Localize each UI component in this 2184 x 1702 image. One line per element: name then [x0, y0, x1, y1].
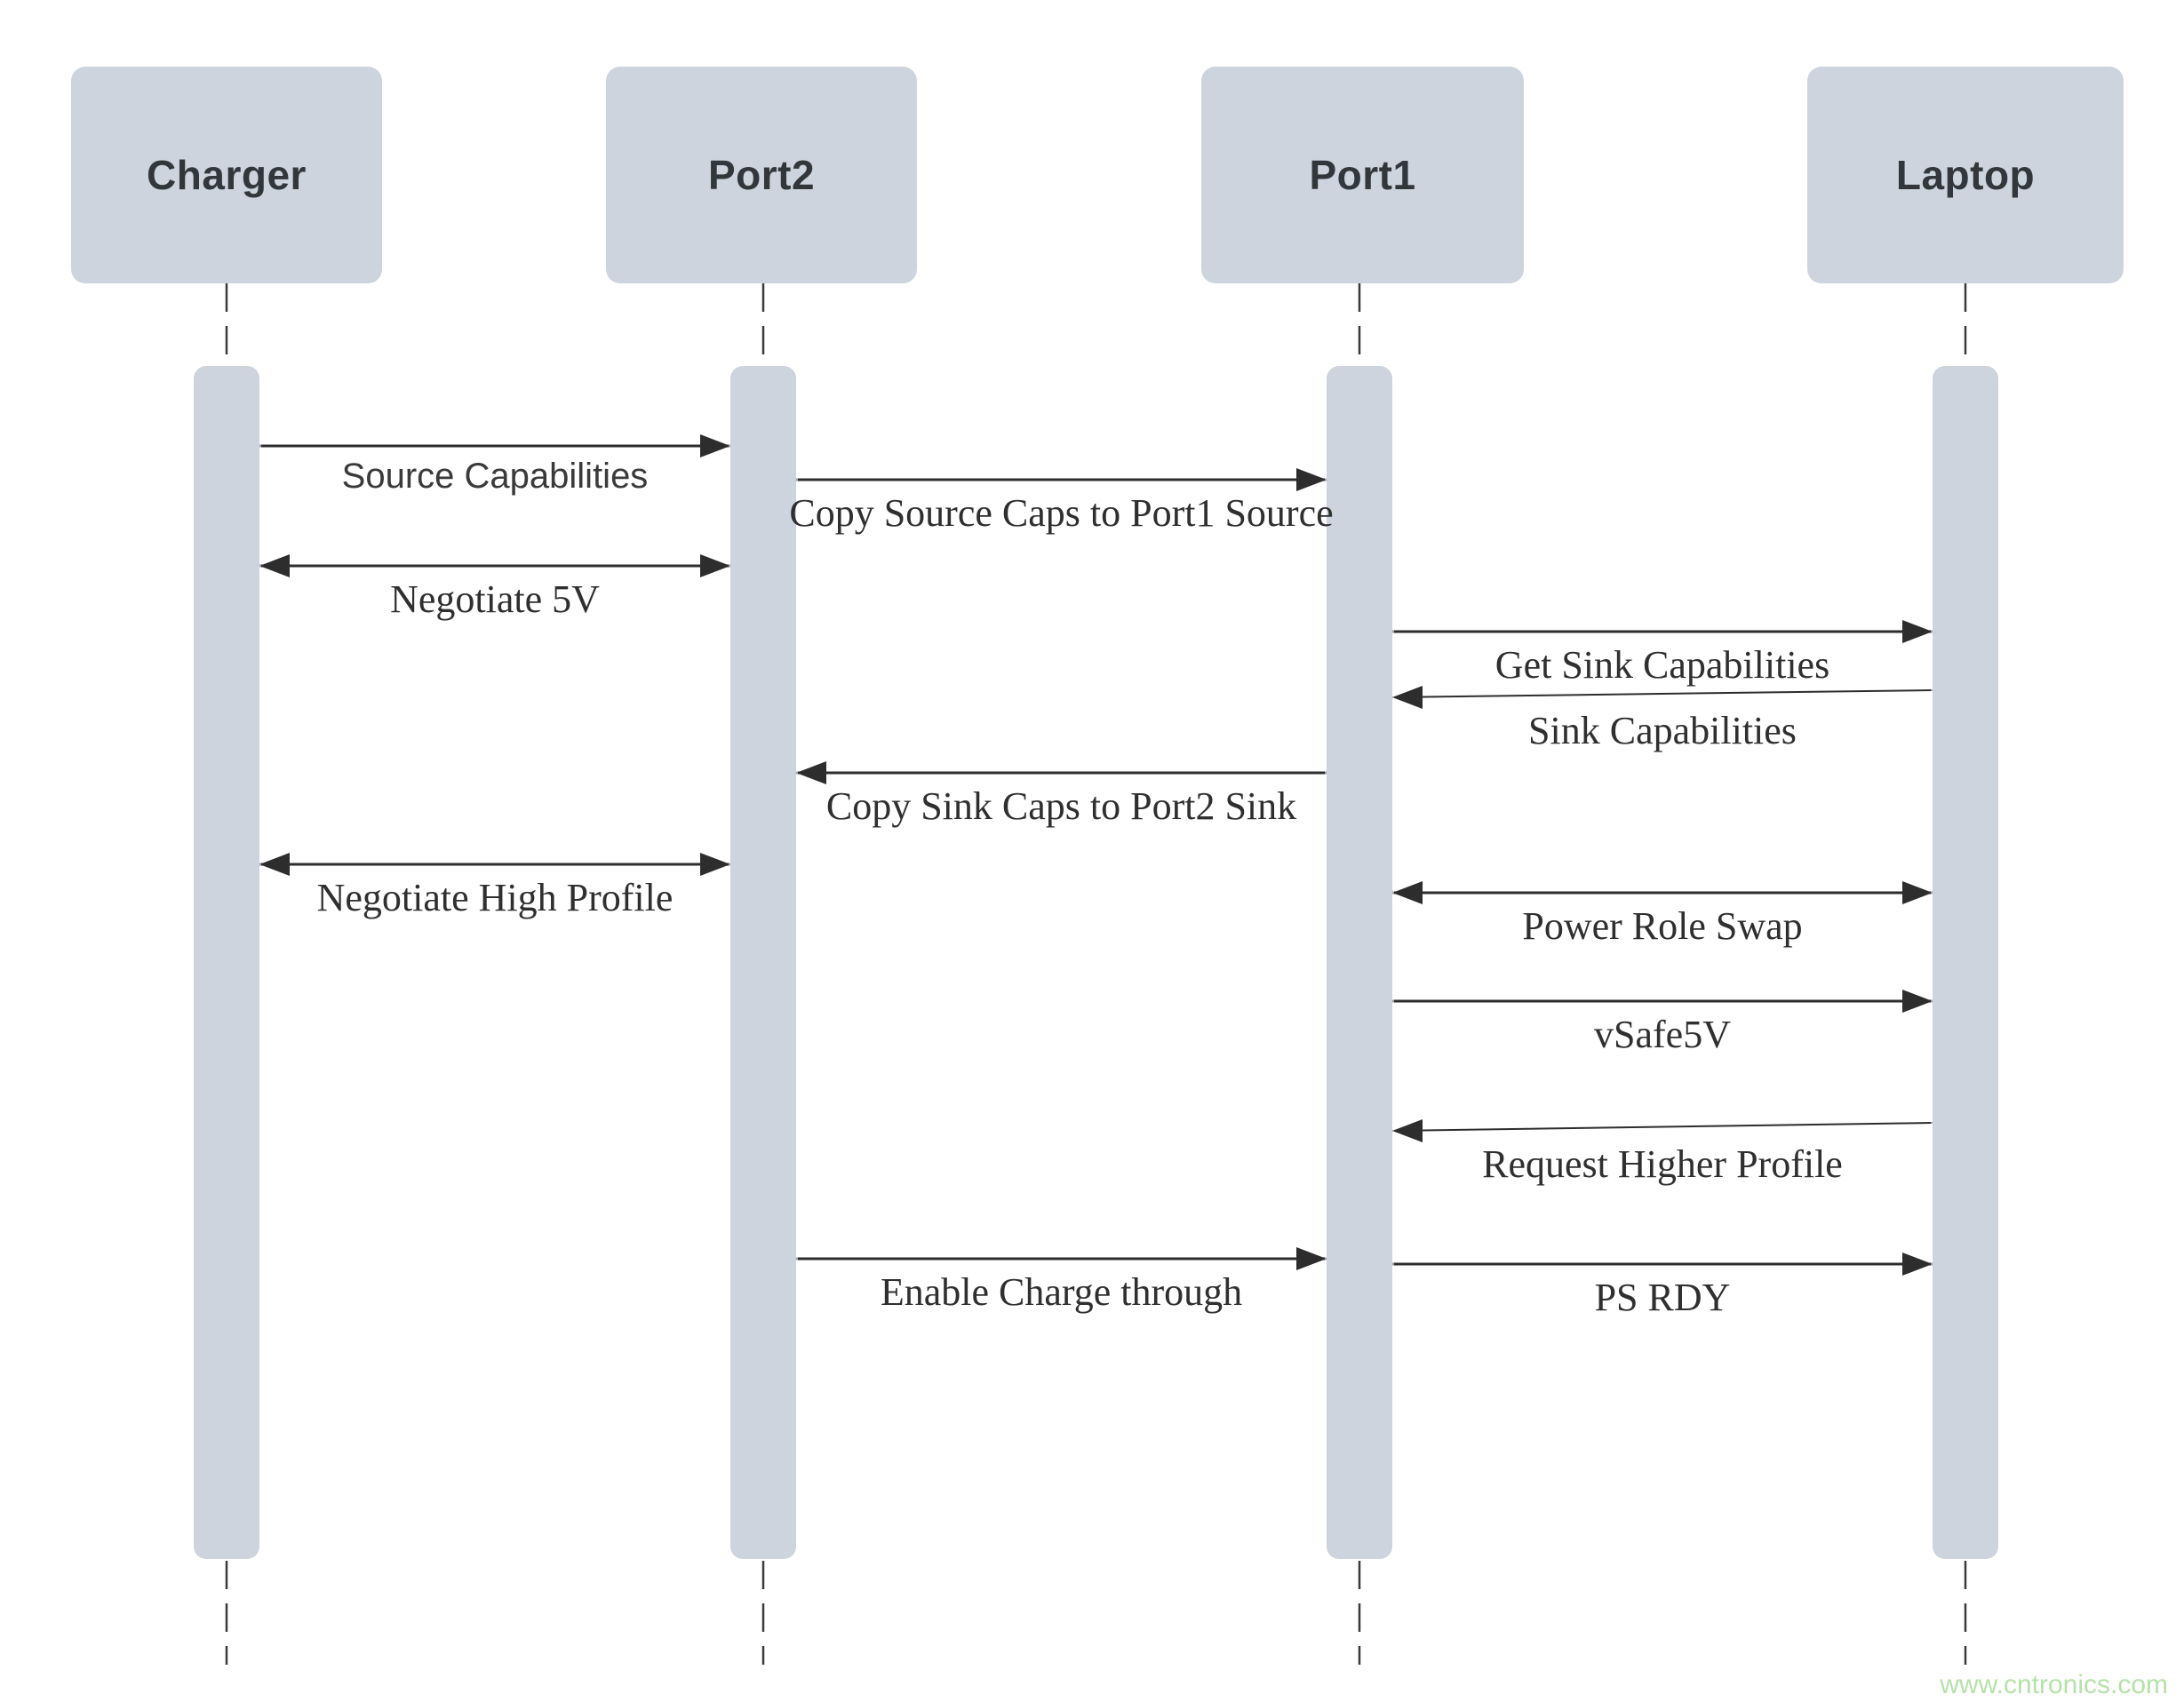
arrowhead-right-1 — [1296, 468, 1327, 491]
message-label-4: Sink Capabilities — [1528, 709, 1797, 752]
activation-bar-charger — [194, 366, 259, 1559]
message-label-3: Get Sink Capabilities — [1495, 643, 1830, 687]
message-label-9: Request Higher Profile — [1482, 1142, 1843, 1186]
message-label-11: PS RDY — [1594, 1276, 1731, 1319]
arrowhead-right-7 — [1902, 881, 1933, 904]
arrowhead-right-8 — [1902, 990, 1933, 1013]
arrowhead-right-2 — [700, 554, 730, 577]
activation-bar-laptop — [1933, 366, 1998, 1559]
arrowhead-right-11 — [1902, 1253, 1933, 1276]
message-label-5: Copy Sink Caps to Port2 Sink — [825, 784, 1297, 828]
actor-box-port2: Port2 — [606, 67, 917, 283]
arrowhead-right-6 — [700, 853, 730, 876]
arrowhead-left-7 — [1392, 881, 1423, 904]
watermark-text: www.cntronics.com — [1940, 1670, 2168, 1699]
message-label-0: Source Capabilities — [341, 457, 649, 496]
message-label-8: vSafe5V — [1594, 1013, 1731, 1056]
actor-label-port1: Port1 — [1309, 152, 1416, 198]
arrowhead-left-4 — [1392, 686, 1423, 709]
actor-box-laptop: Laptop — [1807, 67, 2124, 283]
arrowhead-left-9 — [1392, 1119, 1423, 1142]
activation-bar-port1 — [1327, 366, 1392, 1559]
arrowhead-left-6 — [259, 853, 290, 876]
message-label-7: Power Role Swap — [1522, 904, 1803, 948]
message-label-6: Negotiate High Profile — [316, 876, 674, 919]
actor-label-port2: Port2 — [707, 152, 816, 198]
arrowhead-right-0 — [700, 434, 730, 457]
message-line-4 — [1391, 689, 1933, 698]
actor-label-laptop: Laptop — [1895, 152, 2036, 198]
activation-bar-port2 — [730, 366, 796, 1559]
arrowhead-right-10 — [1296, 1247, 1327, 1270]
message-label-2: Negotiate 5V — [390, 577, 600, 621]
actor-label-charger: Charger — [147, 152, 307, 198]
actor-box-charger: Charger — [71, 67, 382, 283]
message-line-9 — [1391, 1122, 1933, 1132]
message-label-10: Enable Charge through — [880, 1270, 1243, 1314]
actor-box-port1: Port1 — [1201, 67, 1524, 283]
arrowhead-left-5 — [796, 761, 826, 784]
arrowhead-right-3 — [1902, 620, 1933, 643]
arrowhead-left-2 — [259, 554, 290, 577]
message-label-1: Copy Source Caps to Port1 Source — [789, 491, 1334, 535]
